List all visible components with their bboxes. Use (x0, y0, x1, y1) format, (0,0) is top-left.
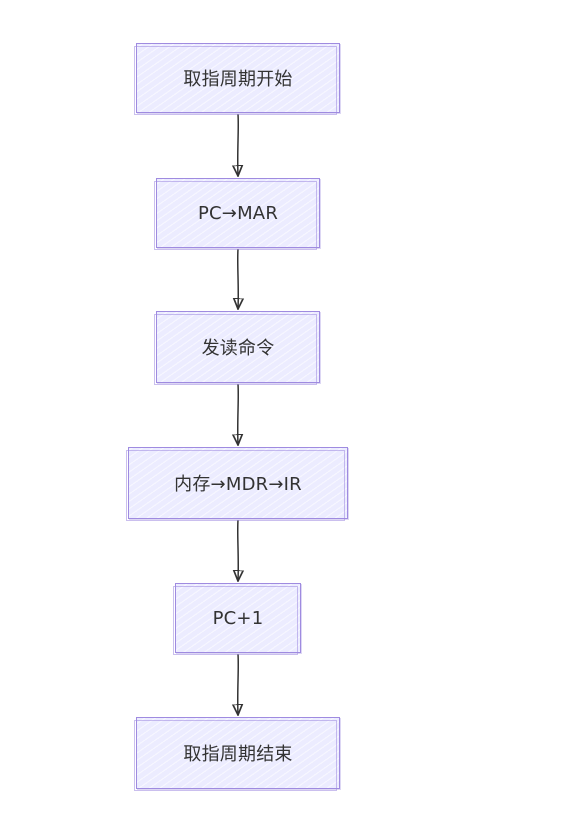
edge-mem-mdr-ir-to-pc-inc (238, 519, 239, 581)
node-label: 发读命令 (201, 338, 275, 359)
node-send-read-command: 发读命令 (154, 311, 320, 385)
node-label: PC→MAR (197, 202, 279, 224)
node-pc-to-mar: PC→MAR (154, 178, 320, 250)
edge-pc-inc-to-end (238, 653, 239, 715)
node-label: 取指周期开始 (183, 69, 293, 90)
node-fetch-cycle-start: 取指周期开始 (134, 43, 340, 115)
node-label: 内存→MDR→IR (174, 474, 302, 495)
node-pc-increment: PC+1 (173, 583, 301, 655)
edge-read-cmd-to-mem-mdr-ir (238, 383, 239, 445)
edge-pc-mar-to-read-cmd (238, 248, 239, 309)
edge-start-to-pc-mar (238, 113, 239, 176)
node-label: 取指周期结束 (183, 744, 293, 765)
node-fetch-cycle-end: 取指周期结束 (134, 717, 340, 791)
node-label: PC+1 (212, 607, 264, 629)
node-memory-to-mdr-to-ir: 内存→MDR→IR (126, 447, 348, 521)
